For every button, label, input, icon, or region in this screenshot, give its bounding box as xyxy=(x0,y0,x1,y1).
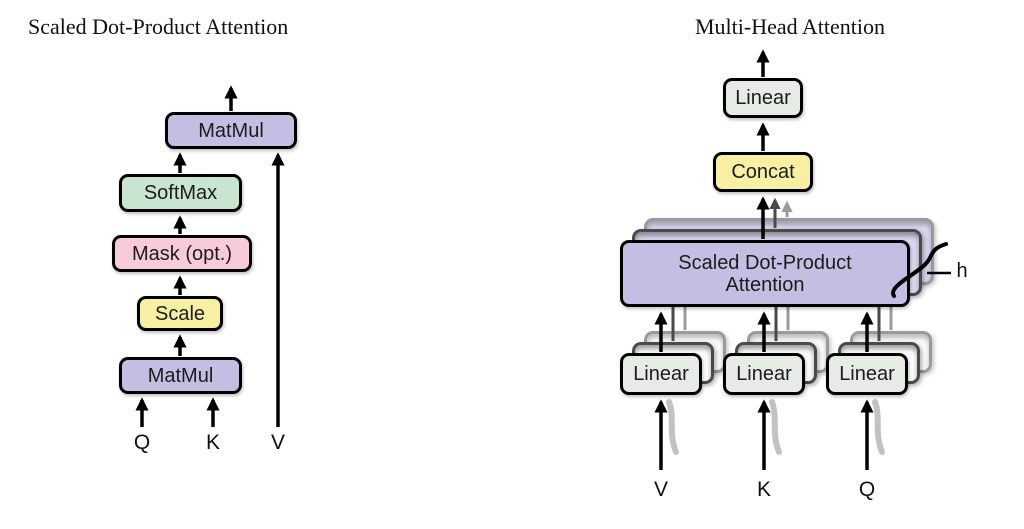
left-diagram-title: Scaled Dot-Product Attention xyxy=(28,14,289,39)
attention-label-line2: Attention xyxy=(725,273,805,296)
linear-out-label: Linear xyxy=(735,87,791,109)
scale-box: Scale xyxy=(137,296,223,331)
head-count-label: h xyxy=(956,260,968,282)
scale-label: Scale xyxy=(154,302,206,325)
linear-k-box: Linear xyxy=(723,353,805,395)
v-input-label-right: V xyxy=(653,478,669,501)
q-input-label: Q xyxy=(133,431,151,454)
linear-k-label: Linear xyxy=(736,363,792,385)
scaled-dot-product-attention-box: Scaled Dot-Product Attention xyxy=(620,240,910,307)
softmax-label: SoftMax xyxy=(143,182,218,204)
k-input-label: K xyxy=(205,431,221,454)
q-input-label-right: Q xyxy=(858,478,876,501)
arrow-shadow-v xyxy=(666,399,679,455)
concat-box: Concat xyxy=(713,152,813,192)
k-input-label-right: K xyxy=(756,478,772,501)
matmul-bottom-label: MatMul xyxy=(147,364,214,387)
mask-box: Mask (opt.) xyxy=(112,235,252,272)
linear-q-box: Linear xyxy=(826,353,908,395)
matmul-top-label: MatMul xyxy=(198,119,264,142)
linear-v-box: Linear xyxy=(620,353,702,395)
matmul-bottom-box: MatMul xyxy=(119,357,242,394)
arrow-shadow-q xyxy=(872,399,885,455)
arrow-shadow-k xyxy=(769,399,782,455)
linear-q-label: Linear xyxy=(839,363,895,385)
concat-label: Concat xyxy=(731,161,795,183)
right-diagram-title: Multi-Head Attention xyxy=(694,14,886,39)
v-input-label: V xyxy=(270,431,286,454)
mask-label: Mask (opt.) xyxy=(131,242,233,265)
matmul-top-box: MatMul xyxy=(165,112,297,149)
softmax-box: SoftMax xyxy=(119,174,242,212)
linear-out-box: Linear xyxy=(723,78,803,118)
attention-label-line1: Scaled Dot-Product xyxy=(678,251,852,274)
linear-v-label: Linear xyxy=(633,363,689,385)
